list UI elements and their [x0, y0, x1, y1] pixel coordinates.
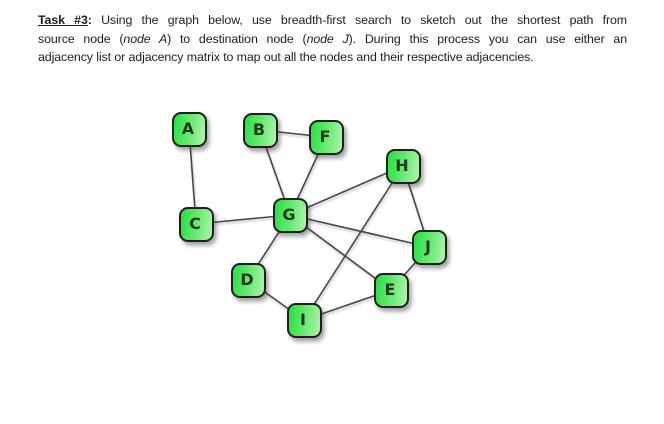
task-line-1: Task #3: Using the graph below, use brea… — [38, 11, 627, 30]
graph-node-D: D — [230, 262, 266, 298]
graph-node-I: I — [286, 302, 322, 338]
graph-node-J: J — [411, 229, 447, 265]
graph-edge-G-J — [289, 214, 430, 248]
graph-node-C: C — [178, 206, 214, 242]
graph-node-B: B — [242, 112, 278, 148]
graph-edge-G-H — [289, 165, 404, 216]
graph-node-label: C — [189, 214, 201, 233]
task-paragraph: Task #3: Using the graph below, use brea… — [38, 11, 627, 67]
task-line-2: source node (node A) to destination node… — [38, 30, 627, 49]
source-node-ref: node A — [123, 31, 168, 46]
graph-node-E: E — [373, 272, 409, 308]
graph-node-label: I — [300, 310, 306, 329]
graph-node-H: H — [385, 148, 421, 184]
task-line-1-text: Using the graph below, use breadth-first… — [101, 13, 627, 27]
graph-node-G: G — [272, 197, 308, 233]
task-line-2-post: ). During this process you can use eithe… — [348, 31, 628, 46]
graph-node-label: H — [395, 156, 409, 175]
task-line-2-mid: ) to destination node ( — [167, 31, 307, 46]
graph-node-A: A — [171, 111, 207, 147]
graph-node-label: G — [282, 205, 296, 224]
graph-node-label: E — [384, 280, 396, 299]
destination-node-ref: node J — [306, 31, 349, 46]
graph-node-label: B — [252, 120, 266, 139]
task-separator: : — [87, 13, 102, 27]
graph-node-F: F — [308, 119, 344, 155]
graph-node-label: D — [240, 270, 254, 289]
graph-node-label: F — [319, 127, 331, 146]
task-line-2-pre: source node ( — [38, 31, 124, 46]
graph-edge-H-I — [303, 165, 404, 321]
graph-node-label: J — [425, 237, 431, 256]
task-line-3: adjacency list or adjacency matrix to ma… — [38, 50, 534, 65]
graph-node-label: A — [181, 119, 195, 138]
task-label: Task #3 — [38, 13, 88, 27]
